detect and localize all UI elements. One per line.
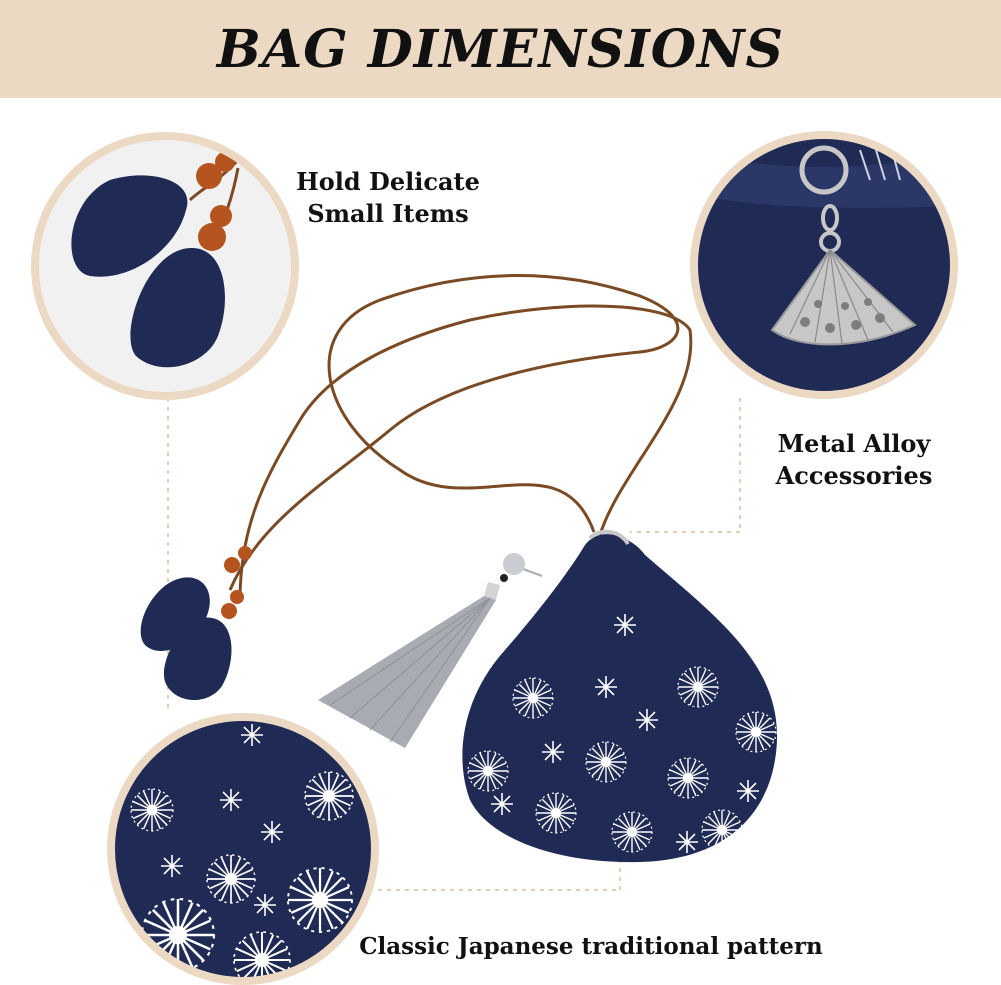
bead-icon (221, 546, 252, 619)
caption-metal-line-2: Accessories (775, 461, 933, 490)
detail-circle-toggles (31, 132, 299, 400)
caption-metal-alloy: Metal Alloy Accessories (766, 428, 942, 492)
caption-hold-delicate: Hold Delicate Small Items (286, 166, 490, 230)
fan-charm-icon (770, 248, 917, 346)
cord (228, 273, 693, 601)
pouch (462, 529, 778, 863)
caption-japanese-pattern: Classic Japanese traditional pattern (359, 933, 823, 960)
detail-circle-charm (690, 131, 958, 399)
cloth-toggles (140, 577, 232, 701)
detail-circle-pattern (107, 713, 379, 985)
tassel-icon (318, 553, 543, 748)
title-banner: BAG DIMENSIONS (0, 0, 1001, 98)
caption-hold-line-1: Hold Delicate (296, 167, 480, 196)
caption-hold-line-2: Small Items (307, 199, 469, 228)
caption-metal-line-1: Metal Alloy (777, 429, 931, 458)
page-title: BAG DIMENSIONS (216, 18, 785, 80)
